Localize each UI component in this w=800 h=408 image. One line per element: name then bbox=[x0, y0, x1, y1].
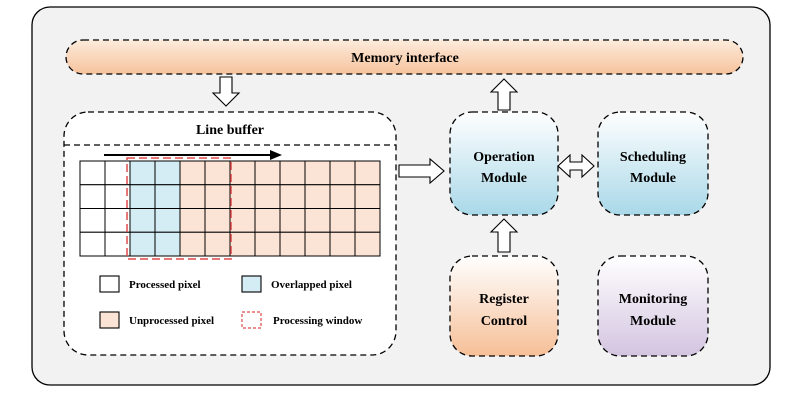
pixel-cell bbox=[129, 184, 156, 209]
arrow-memory-to-linebuffer bbox=[211, 76, 241, 107]
pixel-cell bbox=[179, 231, 206, 257]
pixel-cell bbox=[154, 231, 181, 257]
pixel-cell bbox=[79, 184, 106, 209]
legend-overlapped-label: Overlapped pixel bbox=[271, 279, 352, 291]
pixel-cell bbox=[354, 160, 381, 186]
register-control-label-line2: Control bbox=[481, 314, 528, 329]
pixel-cell bbox=[154, 208, 181, 233]
memory-interface-label: Memory interface bbox=[351, 51, 459, 66]
pixel-cell bbox=[329, 160, 356, 186]
legend-overlapped-swatch bbox=[241, 275, 262, 293]
monitoring-module-label-line2: Module bbox=[630, 314, 676, 329]
pixel-cell bbox=[354, 184, 381, 209]
pixel-cell bbox=[179, 160, 206, 186]
pixel-cell bbox=[354, 231, 381, 257]
pixel-cell bbox=[129, 160, 156, 186]
legend-window-label: Processing window bbox=[273, 315, 362, 327]
pixel-cell bbox=[229, 231, 256, 257]
pixel-cell bbox=[204, 160, 231, 186]
pixel-cell bbox=[304, 160, 331, 186]
pixel-cell bbox=[154, 160, 181, 186]
pixel-cell bbox=[329, 208, 356, 233]
operation-module-label-line1: Operation bbox=[473, 150, 535, 165]
scheduling-module-label-line2: Module bbox=[630, 171, 676, 186]
operation-module-label-line2: Module bbox=[481, 171, 527, 186]
line-buffer-title: Line buffer bbox=[196, 123, 264, 138]
legend-window-swatch bbox=[241, 311, 262, 329]
pixel-cell bbox=[79, 231, 106, 257]
legend-unprocessed-swatch bbox=[99, 311, 120, 329]
arrow-register-to-operation bbox=[489, 218, 519, 253]
operation-module-box bbox=[449, 111, 559, 216]
pixel-cell bbox=[254, 231, 281, 257]
monitoring-module-label-line1: Monitoring bbox=[619, 292, 687, 307]
pixel-cell bbox=[229, 184, 256, 209]
pixel-cell bbox=[79, 208, 106, 233]
legend-processed-label: Processed pixel bbox=[129, 279, 201, 291]
scan-direction-arrowhead bbox=[270, 150, 282, 160]
register-control-label-line1: Register bbox=[479, 292, 529, 307]
register-control-box bbox=[449, 255, 559, 357]
pixel-cell bbox=[354, 208, 381, 233]
pixel-cell bbox=[229, 160, 256, 186]
legend-processed-swatch bbox=[99, 275, 120, 293]
pixel-cell bbox=[279, 184, 306, 209]
pixel-cell bbox=[254, 208, 281, 233]
pixel-cell bbox=[179, 184, 206, 209]
pixel-cell bbox=[329, 184, 356, 209]
pixel-cell bbox=[179, 208, 206, 233]
pixel-cell bbox=[254, 184, 281, 209]
pixel-cell bbox=[129, 208, 156, 233]
memory-interface-box bbox=[65, 39, 744, 75]
pixel-cell bbox=[304, 231, 331, 257]
arrow-operation-to-memory bbox=[489, 78, 519, 111]
arrow-operation-scheduling bbox=[557, 153, 595, 179]
pixel-cell bbox=[204, 184, 231, 209]
scheduling-module-box bbox=[597, 111, 709, 216]
pixel-cell bbox=[229, 208, 256, 233]
pixel-cell bbox=[329, 231, 356, 257]
pixel-cell bbox=[254, 160, 281, 186]
pixel-cell bbox=[304, 208, 331, 233]
pixel-cell bbox=[279, 231, 306, 257]
pixel-cell bbox=[154, 184, 181, 209]
processing-window bbox=[126, 157, 232, 260]
pixel-cell bbox=[204, 231, 231, 257]
pixel-cell bbox=[204, 208, 231, 233]
pixel-cell bbox=[304, 184, 331, 209]
pixel-cell bbox=[279, 160, 306, 186]
pixel-cell bbox=[79, 160, 106, 186]
pixel-cell bbox=[279, 208, 306, 233]
scheduling-module-label-line1: Scheduling bbox=[620, 150, 686, 165]
legend-unprocessed-label: Unprocessed pixel bbox=[129, 315, 214, 327]
arrow-linebuffer-to-operation bbox=[398, 157, 445, 185]
monitoring-module-box bbox=[597, 255, 709, 357]
pixel-cell bbox=[129, 231, 156, 257]
pixel-grid bbox=[79, 160, 381, 257]
